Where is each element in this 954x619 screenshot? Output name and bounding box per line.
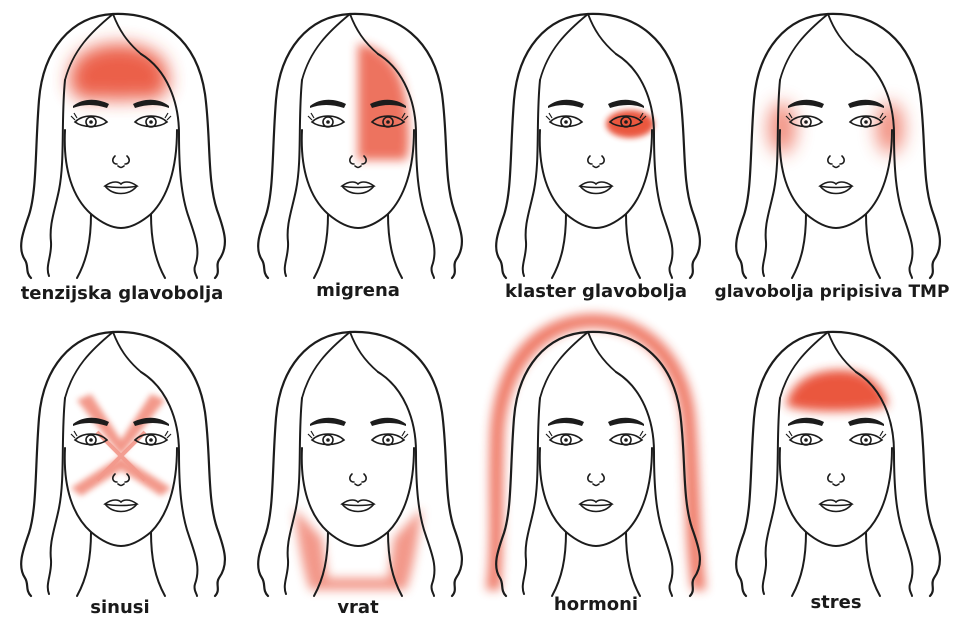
panel-stress (736, 332, 940, 596)
pain-area-whole-head (486, 314, 706, 590)
panel-hormones (486, 314, 706, 596)
caption-hormones: hormoni (520, 594, 672, 616)
panel-tmj-headache (736, 14, 940, 278)
panel-sinus (21, 332, 225, 596)
caption-tension-headache: tenzijska glavobolja (6, 283, 238, 305)
panel-tension-headache (21, 14, 225, 278)
pain-area-temples-jaw (768, 102, 904, 154)
caption-migraine: migrena (270, 280, 446, 302)
caption-stress: stres (768, 592, 904, 614)
pain-area-upper-forehead (786, 370, 888, 411)
pain-area-forehead-band (69, 44, 169, 100)
caption-cluster-headache: klaster glavobolja (490, 281, 702, 303)
panel-neck (258, 332, 462, 596)
face-drawing (736, 14, 940, 278)
caption-neck: vrat (290, 597, 426, 619)
caption-sinus: sinusi (40, 597, 200, 619)
panel-cluster-headache (496, 14, 700, 278)
face-drawing (496, 14, 700, 278)
caption-tmj-headache: glavobolja pripisiva TMP (712, 281, 952, 303)
panel-migraine (258, 14, 462, 278)
face-drawing (258, 332, 462, 596)
pain-area-neck-back (294, 508, 422, 590)
pain-area-sinus-cross (71, 394, 171, 496)
